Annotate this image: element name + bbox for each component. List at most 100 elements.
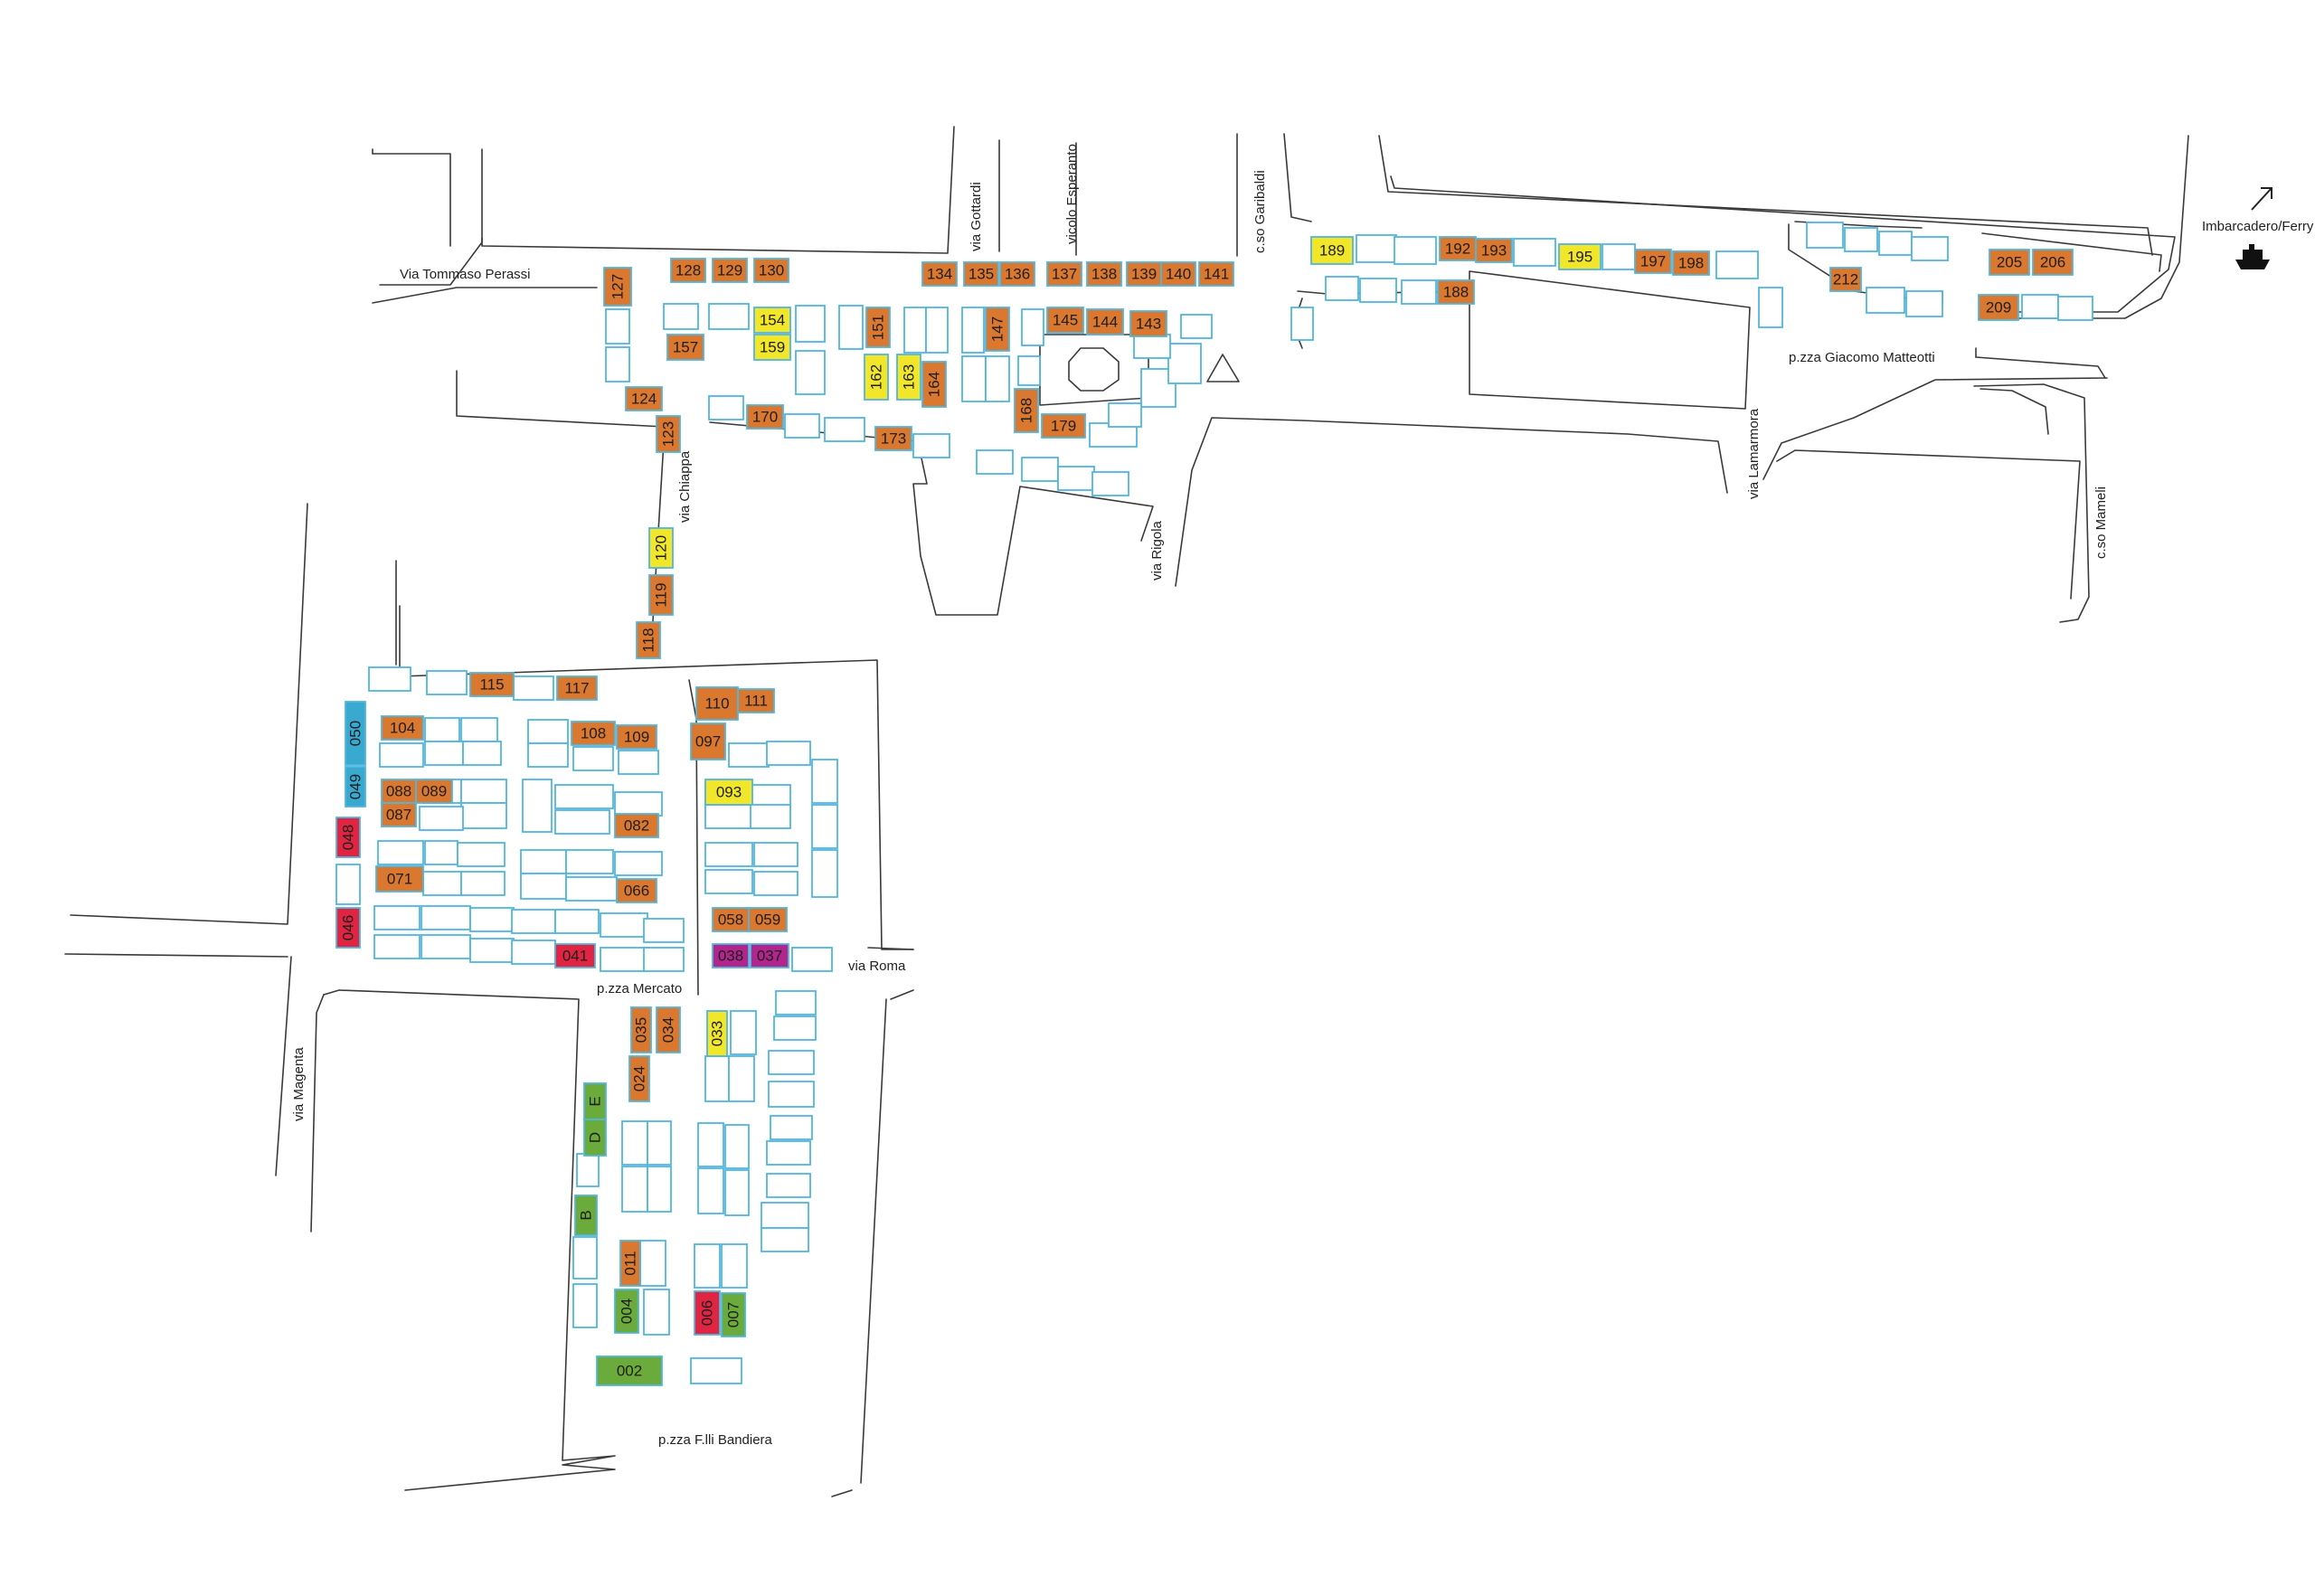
stall-129[interactable]: 129 bbox=[712, 258, 748, 283]
stall-141[interactable]: 141 bbox=[1198, 261, 1234, 287]
stall-136[interactable]: 136 bbox=[999, 261, 1035, 287]
stall-071[interactable]: 071 bbox=[375, 865, 424, 892]
stall-024[interactable]: 024 bbox=[628, 1055, 650, 1102]
stall-059[interactable]: 059 bbox=[748, 907, 788, 932]
stall-empty bbox=[766, 741, 811, 766]
road-edge bbox=[1981, 232, 2162, 272]
stall-E[interactable]: E bbox=[583, 1082, 607, 1120]
stall-147[interactable]: 147 bbox=[985, 307, 1010, 352]
stall-D[interactable]: D bbox=[583, 1119, 607, 1157]
stall-104[interactable]: 104 bbox=[381, 715, 424, 741]
stall-137[interactable]: 137 bbox=[1046, 261, 1082, 287]
stall-066[interactable]: 066 bbox=[616, 878, 657, 903]
stall-138[interactable]: 138 bbox=[1086, 261, 1122, 287]
stall-192[interactable]: 192 bbox=[1439, 236, 1477, 261]
stall-170[interactable]: 170 bbox=[746, 404, 784, 430]
stall-189[interactable]: 189 bbox=[1310, 236, 1354, 265]
stall-037[interactable]: 037 bbox=[750, 943, 789, 968]
stall-label: 136 bbox=[1005, 266, 1030, 283]
stall-label: 143 bbox=[1136, 316, 1161, 333]
stall-124[interactable]: 124 bbox=[625, 386, 663, 411]
stall-empty bbox=[1844, 227, 1878, 252]
stall-123[interactable]: 123 bbox=[656, 415, 681, 453]
stall-011[interactable]: 011 bbox=[619, 1240, 641, 1287]
stall-119[interactable]: 119 bbox=[648, 574, 674, 616]
stall-006[interactable]: 006 bbox=[694, 1290, 721, 1336]
stall-box bbox=[630, 1006, 652, 1053]
stall-130[interactable]: 130 bbox=[753, 258, 789, 283]
stall-empty bbox=[420, 905, 471, 930]
stall-049[interactable]: 049 bbox=[345, 766, 366, 807]
stall-004[interactable]: 004 bbox=[614, 1289, 639, 1334]
road-edge bbox=[831, 1489, 853, 1497]
stall-134[interactable]: 134 bbox=[921, 261, 958, 287]
stall-108[interactable]: 108 bbox=[571, 721, 616, 746]
stall-145[interactable]: 145 bbox=[1046, 307, 1084, 334]
stall-135[interactable]: 135 bbox=[963, 261, 999, 287]
stall-188[interactable]: 188 bbox=[1437, 279, 1475, 305]
stall-035[interactable]: 035 bbox=[630, 1006, 652, 1053]
road-edge bbox=[1175, 417, 1728, 587]
stall-117[interactable]: 117 bbox=[556, 675, 598, 701]
stall-label: 048 bbox=[340, 825, 357, 850]
stall-097[interactable]: 097 bbox=[690, 722, 726, 760]
stall-115[interactable]: 115 bbox=[469, 672, 515, 697]
stall-089[interactable]: 089 bbox=[415, 779, 453, 804]
stall-088[interactable]: 088 bbox=[381, 779, 417, 804]
stall-164[interactable]: 164 bbox=[921, 361, 947, 408]
stall-046[interactable]: 046 bbox=[335, 907, 361, 949]
stall-empty bbox=[1911, 236, 1949, 261]
stall-082[interactable]: 082 bbox=[614, 813, 659, 838]
stall-205[interactable]: 205 bbox=[1989, 249, 2030, 276]
stall-box bbox=[753, 307, 791, 334]
stall-120[interactable]: 120 bbox=[648, 527, 674, 569]
stall-118[interactable]: 118 bbox=[636, 621, 661, 659]
stall-109[interactable]: 109 bbox=[616, 724, 657, 750]
stall-151[interactable]: 151 bbox=[865, 307, 891, 348]
stall-label: 093 bbox=[716, 784, 742, 801]
stall-empty bbox=[1905, 290, 1943, 317]
road-edge bbox=[310, 994, 325, 1232]
stall-140[interactable]: 140 bbox=[1160, 261, 1196, 287]
stall-box bbox=[1198, 261, 1234, 287]
stall-198[interactable]: 198 bbox=[1672, 250, 1710, 276]
stall-193[interactable]: 193 bbox=[1475, 238, 1513, 263]
stall-159[interactable]: 159 bbox=[753, 334, 791, 361]
stall-144[interactable]: 144 bbox=[1086, 308, 1124, 335]
stall-empty bbox=[511, 940, 556, 965]
stall-empty bbox=[724, 1169, 750, 1216]
stall-179[interactable]: 179 bbox=[1041, 413, 1086, 439]
stall-110[interactable]: 110 bbox=[695, 686, 739, 721]
stall-087[interactable]: 087 bbox=[381, 802, 417, 827]
stall-048[interactable]: 048 bbox=[335, 817, 361, 858]
stall-007[interactable]: 007 bbox=[721, 1292, 746, 1337]
stall-195[interactable]: 195 bbox=[1558, 243, 1602, 270]
stall-093[interactable]: 093 bbox=[704, 779, 753, 806]
stall-212[interactable]: 212 bbox=[1829, 267, 1862, 292]
stall-002[interactable]: 002 bbox=[596, 1355, 663, 1386]
stall-162[interactable]: 162 bbox=[864, 354, 889, 401]
stall-143[interactable]: 143 bbox=[1129, 310, 1167, 337]
stall-197[interactable]: 197 bbox=[1634, 249, 1672, 274]
stall-label: 011 bbox=[622, 1251, 639, 1275]
stall-173[interactable]: 173 bbox=[874, 426, 912, 451]
stall-139[interactable]: 139 bbox=[1126, 261, 1162, 287]
stall-163[interactable]: 163 bbox=[896, 354, 921, 401]
stall-034[interactable]: 034 bbox=[656, 1006, 681, 1053]
stall-B[interactable]: B bbox=[574, 1195, 598, 1236]
stall-111[interactable]: 111 bbox=[737, 688, 775, 713]
stall-168[interactable]: 168 bbox=[1014, 388, 1039, 433]
stall-128[interactable]: 128 bbox=[670, 258, 706, 283]
road-network bbox=[64, 126, 2189, 1497]
stall-041[interactable]: 041 bbox=[554, 943, 596, 968]
stall-154[interactable]: 154 bbox=[753, 307, 791, 334]
stall-206[interactable]: 206 bbox=[2032, 249, 2074, 276]
stall-033[interactable]: 033 bbox=[706, 1010, 728, 1057]
stall-157[interactable]: 157 bbox=[666, 334, 704, 361]
stall-empty bbox=[335, 864, 361, 905]
stall-058[interactable]: 058 bbox=[712, 907, 750, 932]
stall-038[interactable]: 038 bbox=[712, 943, 750, 968]
stall-050[interactable]: 050 bbox=[345, 701, 366, 766]
stall-209[interactable]: 209 bbox=[1978, 294, 2019, 321]
stall-127[interactable]: 127 bbox=[603, 267, 632, 307]
